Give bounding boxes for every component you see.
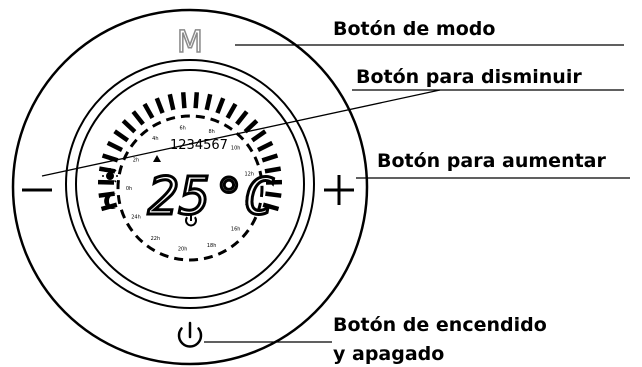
arc-segment [106, 140, 124, 153]
callout-power-button: Botón de encendido [333, 314, 547, 336]
temperature-digits: 25 [148, 167, 211, 227]
arc-segment [235, 110, 249, 126]
hour-mark: 18h [207, 243, 217, 249]
power-button[interactable] [177, 321, 203, 348]
hour-mark: 6h [179, 125, 185, 131]
hour-mark: 0h [126, 186, 132, 192]
arc-segment [256, 140, 274, 153]
arc-bar [97, 92, 283, 212]
arc-segment [131, 110, 145, 126]
arc-segment [167, 93, 176, 111]
callout-decrease-button: Botón para disminuir [356, 66, 582, 88]
arc-segment [113, 129, 130, 143]
callout-increase-button: Botón para aumentar [377, 150, 606, 172]
hour-mark: 20h [178, 247, 188, 253]
arc-segment [204, 93, 213, 111]
display-ring [75, 69, 305, 299]
arc-segment [264, 166, 282, 174]
arc-segment [243, 119, 259, 134]
arc-segment [98, 166, 116, 174]
hour-marks: 0h 2h 4h 6h 8h 10h 12h 14h 16h 18h 20h 22h 24h [126, 125, 254, 252]
mode-button[interactable]: M [176, 24, 203, 61]
moon-icon [104, 192, 116, 209]
hour-mark: 16h [231, 226, 241, 232]
hour-mark: 10h [231, 146, 241, 152]
arc-segment [193, 92, 200, 109]
callout-mode-button: Botón de modo [333, 18, 496, 40]
hour-mark: 14h [244, 201, 254, 207]
callout-power-button-line2: y apagado [333, 343, 445, 365]
temperature-unit: °C [214, 168, 274, 226]
arc-segment [250, 129, 267, 143]
outer-ring [11, 8, 369, 366]
power-icon [177, 327, 203, 348]
hour-mark: 22h [151, 236, 161, 242]
middle-ring [65, 59, 315, 309]
arc-segment [180, 92, 187, 109]
hour-mark: 24h [131, 214, 141, 220]
schedule-ring [116, 114, 264, 262]
sun-icon [102, 168, 118, 184]
plus-button[interactable] [324, 175, 354, 205]
hour-mark: 12h [244, 171, 254, 177]
arc-segment [215, 97, 226, 114]
arc-segment [121, 119, 137, 134]
arc-segment [261, 153, 279, 163]
day-pointer [153, 155, 161, 162]
arc-segment [154, 97, 165, 114]
arc-segment [262, 202, 280, 212]
hour-mark: 8h [208, 129, 214, 135]
display-power-icon [185, 214, 197, 227]
hour-mark: 4h [152, 136, 158, 142]
arc-segment [265, 191, 282, 198]
arc-segment [142, 102, 155, 120]
hour-mark: 2h [133, 158, 139, 164]
days-text: 1234567 [170, 138, 228, 153]
arc-segment [225, 102, 238, 120]
leader-decrease [41, 89, 441, 177]
